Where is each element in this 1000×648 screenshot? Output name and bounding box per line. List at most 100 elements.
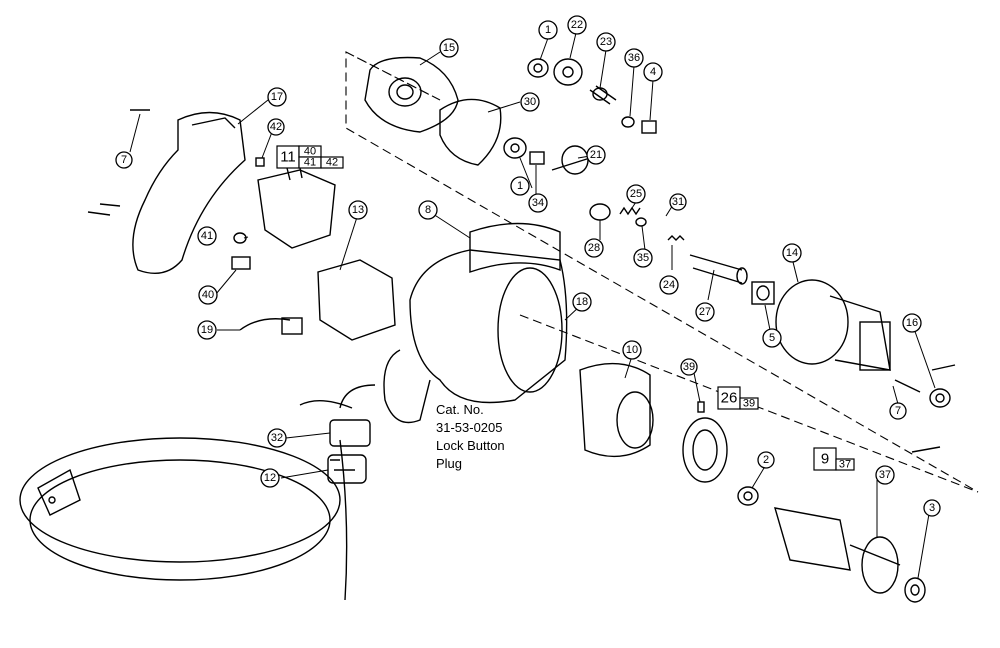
spindle-23 [589, 85, 617, 105]
callout-23: 23 [596, 32, 616, 52]
catalog-line-4: Plug [436, 456, 462, 471]
svg-text:14: 14 [786, 247, 798, 259]
callout-31: 31 [669, 193, 687, 211]
washer-35 [635, 217, 647, 227]
svg-text:25: 25 [630, 188, 642, 200]
svg-text:36: 36 [628, 52, 640, 64]
svg-text:16: 16 [906, 317, 918, 329]
callout-24: 24 [659, 275, 679, 295]
svg-text:7: 7 [121, 154, 127, 166]
svg-text:1: 1 [517, 180, 523, 192]
gear-21 [551, 145, 591, 175]
callout-30: 30 [520, 92, 540, 112]
svg-text:40: 40 [202, 289, 214, 301]
callout-3: 3 [923, 499, 941, 517]
brush-39 [697, 401, 705, 413]
gasket [439, 98, 502, 166]
catalog-line-1: Cat. No. [436, 402, 484, 417]
svg-text:7: 7 [895, 405, 901, 417]
callout-19: 19 [197, 320, 217, 340]
switch-13 [317, 259, 396, 341]
svg-text:39: 39 [683, 361, 695, 373]
svg-text:27: 27 [699, 306, 711, 318]
svg-text:42: 42 [326, 157, 338, 169]
bearing-2 [737, 486, 759, 506]
bushing-34 [529, 151, 545, 165]
motor-housing [383, 249, 568, 424]
svg-text:31: 31 [672, 196, 684, 208]
svg-text:23: 23 [600, 36, 612, 48]
bearing-3 [904, 577, 926, 603]
svg-text:32: 32 [271, 432, 283, 444]
washer-36 [621, 116, 635, 128]
callout-13: 13 [348, 200, 368, 220]
svg-text:10: 10 [626, 344, 638, 356]
callout-32: 32 [267, 428, 287, 448]
svg-text:22: 22 [571, 19, 583, 31]
svg-text:42: 42 [270, 121, 282, 133]
callout-40: 40 [198, 285, 218, 305]
part-42 [255, 157, 265, 167]
svg-text:40: 40 [304, 146, 316, 158]
callout-42: 42 [267, 118, 285, 136]
svg-text:13: 13 [352, 204, 364, 216]
svg-text:8: 8 [425, 204, 431, 216]
callout-15: 15 [439, 38, 459, 58]
callout-28: 28 [584, 238, 604, 258]
plug [37, 468, 81, 516]
catalog-note: Cat. No. 31-53-0205 Lock Button Plug [436, 402, 505, 471]
svg-text:21: 21 [590, 149, 602, 161]
clutch-28 [589, 203, 611, 221]
screw-16 [931, 364, 956, 371]
svg-text:26: 26 [721, 390, 738, 407]
callout-27: 27 [695, 302, 715, 322]
callout-41: 41 [197, 226, 217, 246]
svg-text:1: 1 [545, 24, 551, 36]
callout-36: 36 [624, 48, 644, 68]
spindle-27 [689, 254, 748, 285]
screw-7-right [894, 379, 941, 453]
svg-text:11: 11 [280, 149, 296, 166]
callout-7-right: 7 [889, 402, 907, 420]
callout-8: 8 [418, 200, 438, 220]
svg-text:37: 37 [879, 469, 891, 481]
cord-protector-32 [299, 384, 376, 447]
svg-text:12: 12 [264, 472, 276, 484]
gear-22 [553, 58, 583, 86]
bearing-top [527, 58, 549, 78]
gear-case-plate [364, 56, 459, 133]
kit-box-11: 11 40 41 42 [276, 145, 344, 169]
callout-37: 37 [875, 465, 895, 485]
svg-text:4: 4 [650, 66, 656, 78]
svg-text:15: 15 [443, 42, 455, 54]
svg-text:5: 5 [769, 332, 775, 344]
field-10 [579, 362, 654, 458]
callout-25: 25 [626, 184, 646, 204]
bushing-5 [751, 281, 775, 305]
kit-box-9: 9 37 [813, 447, 855, 471]
label-8 [469, 222, 561, 273]
svg-text:34: 34 [532, 197, 544, 209]
callout-18: 18 [572, 292, 592, 312]
spring-24 [667, 235, 685, 241]
callout-5: 5 [762, 328, 782, 348]
callout-34: 34 [528, 193, 548, 213]
svg-text:2: 2 [763, 454, 769, 466]
kit-box-26: 26 39 [717, 386, 759, 410]
svg-text:18: 18 [576, 296, 588, 308]
bearing-mid [503, 137, 527, 159]
callout-10: 10 [622, 340, 642, 360]
callout-7-left: 7 [115, 151, 133, 169]
switch-assembly-11 [257, 157, 336, 249]
svg-text:17: 17 [271, 91, 283, 103]
bushing-4 [641, 120, 657, 134]
screw-7-left [87, 109, 150, 216]
strain-relief-12 [327, 454, 367, 484]
svg-text:28: 28 [588, 242, 600, 254]
svg-text:41: 41 [304, 157, 316, 169]
callout-14: 14 [782, 243, 802, 263]
svg-text:30: 30 [524, 96, 536, 108]
lead-19 [239, 317, 303, 335]
armature-9 [774, 507, 901, 594]
svg-text:39: 39 [743, 398, 755, 410]
